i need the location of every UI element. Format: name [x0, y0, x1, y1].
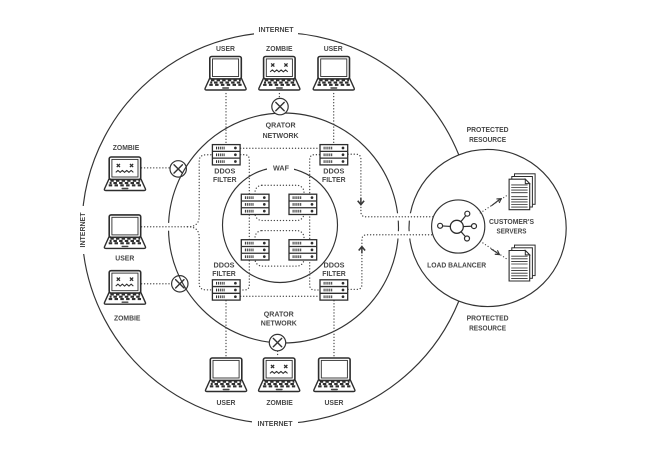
svg-text:FILTER: FILTER [213, 175, 237, 184]
svg-text:PROTECTED: PROTECTED [467, 125, 510, 134]
svg-text:INTERNET: INTERNET [259, 25, 294, 34]
svg-text:QRATOR: QRATOR [266, 120, 297, 129]
svg-text:ZOMBIE: ZOMBIE [266, 44, 293, 53]
svg-text:USER: USER [325, 398, 345, 407]
svg-text:ZOMBIE: ZOMBIE [114, 313, 141, 322]
svg-text:DDOS: DDOS [323, 167, 344, 176]
svg-text:DDOS: DDOS [214, 261, 235, 270]
svg-text:SERVERS: SERVERS [497, 227, 527, 236]
svg-text:ZOMBIE: ZOMBIE [266, 398, 293, 407]
svg-text:FILTER: FILTER [212, 269, 236, 278]
svg-text:DDOS: DDOS [214, 167, 235, 176]
svg-text:PROTECTED: PROTECTED [467, 314, 510, 323]
svg-text:NETWORK: NETWORK [261, 318, 298, 327]
svg-text:FILTER: FILTER [322, 175, 346, 184]
svg-text:WAF: WAF [273, 163, 289, 172]
svg-text:QRATOR: QRATOR [264, 310, 295, 319]
svg-text:USER: USER [324, 44, 344, 53]
svg-text:RESOURCE: RESOURCE [469, 323, 506, 332]
svg-text:CUSTOMER'S: CUSTOMER'S [489, 217, 534, 226]
svg-text:NETWORK: NETWORK [263, 131, 300, 140]
svg-text:DDOS: DDOS [324, 261, 345, 270]
svg-text:ZOMBIE: ZOMBIE [113, 143, 140, 152]
svg-text:FILTER: FILTER [322, 269, 346, 278]
svg-text:USER: USER [216, 44, 236, 53]
svg-text:LOAD BALANCER: LOAD BALANCER [427, 260, 487, 269]
svg-text:INTERNET: INTERNET [78, 212, 87, 247]
svg-text:USER: USER [217, 398, 237, 407]
svg-text:RESOURCE: RESOURCE [469, 135, 506, 144]
svg-text:USER: USER [115, 254, 135, 263]
svg-text:INTERNET: INTERNET [258, 419, 293, 428]
